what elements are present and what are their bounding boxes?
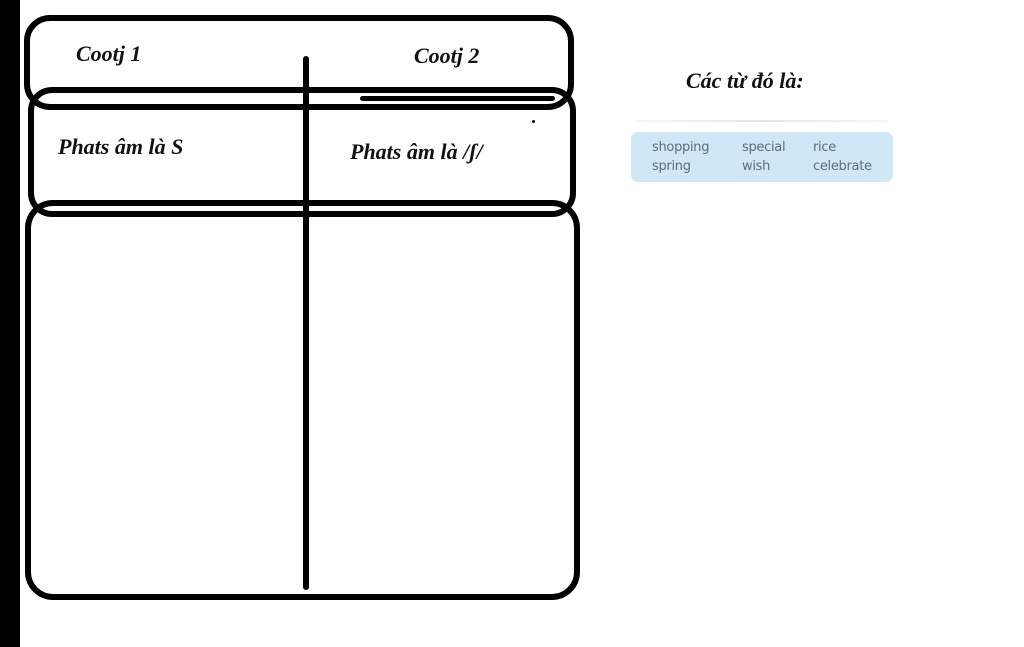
word-list-caption: Các từ đó là: <box>686 68 804 93</box>
word-item: celebrate <box>813 159 872 174</box>
column1-subtitle: Phats âm là S <box>58 134 184 159</box>
column2-title: Cootj 2 <box>414 43 480 68</box>
column1-title: Cootj 1 <box>76 41 142 66</box>
table-body-box <box>25 200 580 600</box>
column2-subtitle: Phats âm là /ʃ/ <box>350 139 483 164</box>
left-black-bar <box>0 0 20 647</box>
word-item: spring <box>652 159 691 174</box>
word-item: shopping <box>652 140 710 155</box>
table-header-box <box>24 15 574 110</box>
card-edge-line <box>636 120 888 122</box>
column-divider <box>303 56 309 590</box>
ink-dot <box>532 120 535 123</box>
word-grid: shopping special rice spring wish celebr… <box>652 139 893 177</box>
word-item: rice <box>813 140 836 155</box>
word-bank-card: shopping special rice spring wish celebr… <box>631 132 893 182</box>
ink-stroke <box>360 96 555 101</box>
word-item: special <box>742 140 786 155</box>
word-item: wish <box>742 159 771 174</box>
table-subheader-box <box>28 87 576 217</box>
